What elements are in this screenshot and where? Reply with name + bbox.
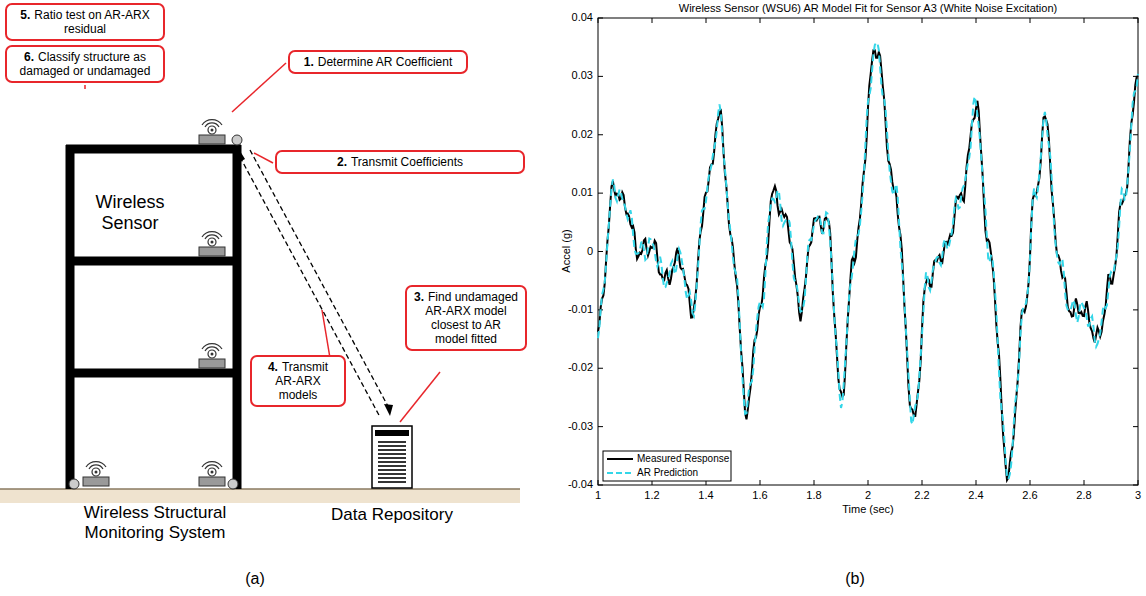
legend-text: AR Prediction — [637, 467, 698, 478]
tick-label: 2.2 — [914, 489, 929, 501]
data-repository — [372, 426, 412, 488]
tick-label: 3 — [1135, 489, 1141, 501]
panel-label: (b) — [845, 570, 865, 588]
building-frame — [66, 145, 241, 489]
tick-label: 1.2 — [644, 489, 659, 501]
measured-line — [598, 50, 1138, 480]
plot-frame — [598, 18, 1138, 485]
system-label: Wireless Structural Monitoring System — [55, 503, 255, 542]
tick-label: -0.03 — [568, 420, 593, 432]
floor-label: Wireless Sensor — [75, 192, 185, 233]
tick-label: 0.03 — [572, 69, 593, 81]
chart-title: Wireless Sensor (WSU6) AR Model Fit for … — [679, 2, 1057, 14]
callout-box: 4.Transmit AR-ARX models — [250, 355, 346, 407]
callout-box: 6.Classify structure as damaged or undam… — [5, 45, 165, 83]
leader-line — [85, 63, 440, 422]
callout-number: 6. — [24, 50, 34, 64]
ground — [0, 489, 520, 503]
tick-label: 2.8 — [1076, 489, 1091, 501]
axis-title: Time (sec) — [842, 503, 894, 515]
callout-box: 2. Transmit Coefficients — [275, 150, 525, 174]
legend-sample — [607, 472, 633, 474]
callout-box: 1. Determine AR Coefficient — [288, 50, 468, 74]
tick-label: 1.6 — [752, 489, 767, 501]
tick-label: 1.8 — [806, 489, 821, 501]
transmission-arrow — [240, 150, 390, 417]
callout-box: 3.Find undamaged AR-ARX model closest to… — [405, 285, 527, 351]
tick-label: 0 — [587, 245, 593, 257]
legend-text: Measured Response — [637, 453, 729, 464]
callout-text: Determine AR Coefficient — [318, 55, 453, 69]
callout-number: 5. — [20, 8, 30, 22]
axis-title: Accel (g) — [560, 229, 572, 272]
callout-text: Transmit AR-ARX models — [275, 360, 328, 402]
tick-label: -0.02 — [568, 361, 593, 373]
prediction-line — [598, 43, 1138, 480]
panel-label: (a) — [245, 570, 265, 588]
tick-label: 1.4 — [698, 489, 713, 501]
wireless-sensor — [69, 120, 242, 489]
tick-label: -0.04 — [568, 478, 593, 490]
callout-text: Transmit Coefficients — [351, 155, 463, 169]
callout-text: Ratio test on AR-ARX residual — [34, 8, 149, 36]
tick-label: 1 — [595, 489, 601, 501]
callout-number: 4. — [268, 360, 278, 374]
arrowhead — [384, 404, 393, 416]
tick-label: -0.01 — [568, 303, 593, 315]
tick-label: 2.4 — [968, 489, 983, 501]
tick-label: 2 — [865, 489, 871, 501]
axis-ticks — [598, 18, 1138, 485]
ground-line — [0, 488, 520, 490]
repository-label: Data Repository — [331, 505, 453, 525]
callout-text: Classify structure as damaged or undamag… — [20, 50, 151, 78]
callout-number: 2. — [337, 155, 347, 169]
tick-label: 2.6 — [1022, 489, 1037, 501]
tick-label: 0.01 — [572, 186, 593, 198]
tick-label: 0.02 — [572, 128, 593, 140]
callout-box: 5. Ratio test on AR-ARX residual — [5, 3, 165, 41]
callout-number: 1. — [304, 55, 314, 69]
legend-sample — [607, 458, 633, 460]
legend-box — [603, 451, 731, 481]
arrowhead — [238, 151, 245, 163]
callout-number: 3. — [414, 290, 424, 304]
tick-label: 0.04 — [572, 11, 593, 23]
callout-text: Find undamaged AR-ARX model closest to A… — [425, 290, 518, 346]
